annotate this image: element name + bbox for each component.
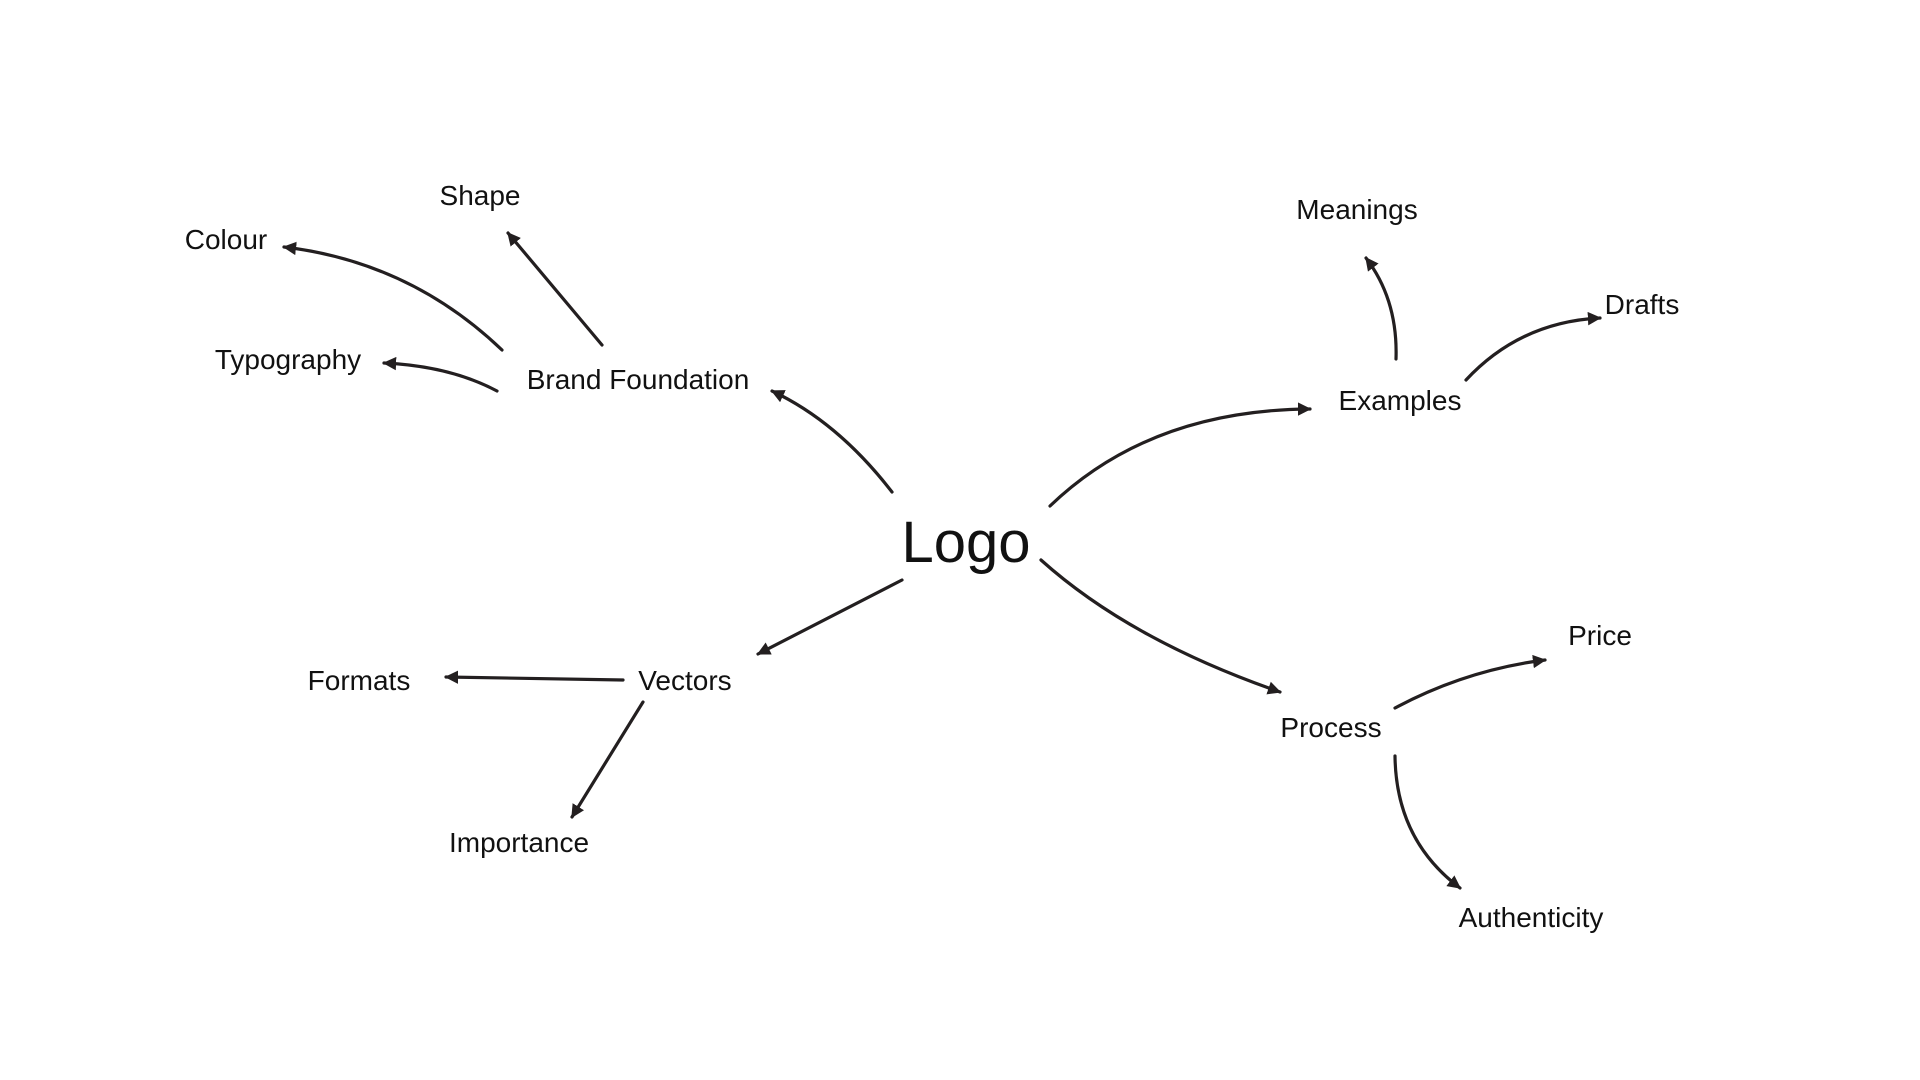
edge-vectors-to-formats xyxy=(444,670,625,684)
edge-brand-to-colour xyxy=(282,241,504,352)
edge-vectors-to-importance xyxy=(570,700,645,819)
leaf-node-typography: Typography xyxy=(214,344,362,375)
edge-examples-to-meanings xyxy=(1364,256,1398,361)
edge-logo-to-vectors xyxy=(756,578,904,656)
edge-logo-to-process xyxy=(1039,558,1282,695)
edge-brand-to-shape xyxy=(506,231,604,347)
edge-process-to-authenticity xyxy=(1393,754,1462,890)
leaf-node-price: Price xyxy=(1568,620,1632,651)
edge-logo-to-brand-foundation xyxy=(770,389,894,494)
leaf-node-meanings: Meanings xyxy=(1296,194,1418,225)
leaf-node-colour: Colour xyxy=(184,224,268,255)
leaf-node-authenticity: Authenticity xyxy=(1458,902,1604,933)
leaf-node-shape: Shape xyxy=(439,180,521,211)
branch-node-vectors: Vectors xyxy=(638,665,732,696)
branch-node-process: Process xyxy=(1280,712,1382,743)
branch-node-brand-foundation: Brand Foundation xyxy=(526,364,750,395)
leaf-node-drafts: Drafts xyxy=(1604,289,1680,320)
center-node-logo: Logo xyxy=(901,510,1031,575)
leaf-node-importance: Importance xyxy=(448,827,590,858)
edge-examples-to-drafts xyxy=(1464,311,1602,382)
edge-brand-to-typography xyxy=(382,356,499,393)
leaf-node-formats: Formats xyxy=(307,665,411,696)
branch-node-examples: Examples xyxy=(1338,385,1462,416)
edge-logo-to-examples xyxy=(1048,402,1312,508)
edge-process-to-price xyxy=(1393,654,1547,710)
